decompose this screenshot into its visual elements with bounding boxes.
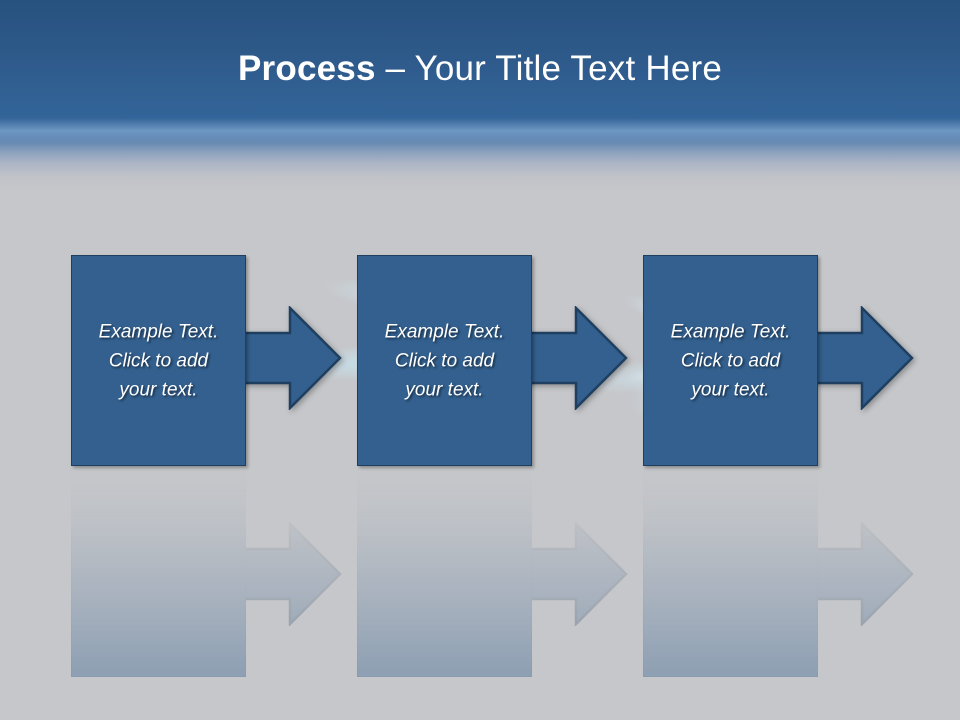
- process-box-3[interactable]: Example Text. Click to add your text.: [643, 255, 818, 466]
- slide-title-strong: Process: [238, 49, 376, 88]
- process-box-2-text[interactable]: Example Text. Click to add your text.: [384, 321, 505, 400]
- process-box-2[interactable]: Example Text. Click to add your text.: [357, 255, 532, 466]
- process-box-1[interactable]: Example Text. Click to add your text.: [71, 255, 246, 466]
- process-box-3-text[interactable]: Example Text. Click to add your text.: [670, 321, 791, 400]
- header-gradient-band: [0, 0, 960, 200]
- process-box-1-text[interactable]: Example Text. Click to add your text.: [98, 321, 219, 400]
- slide-title-light: Your Title Text Here: [414, 49, 722, 88]
- slide-title[interactable]: Process – Your Title Text Here: [0, 47, 960, 91]
- header-gloss-highlight: [0, 118, 960, 144]
- slide-title-separator: –: [375, 49, 415, 88]
